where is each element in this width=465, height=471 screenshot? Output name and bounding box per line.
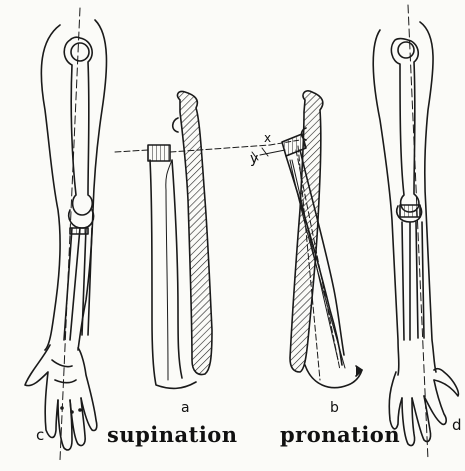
panel-label-c: c: [36, 428, 44, 443]
angle-label-x: x: [264, 132, 271, 144]
panel-label-b: b: [330, 401, 339, 415]
arm-c-drawing: [25, 8, 106, 460]
caption-supination: supination: [107, 424, 238, 445]
arm-d-drawing: [373, 5, 458, 460]
forearm-a-drawing: [115, 92, 270, 389]
caption-pronation: pronation: [280, 424, 400, 445]
panel-label-a: a: [181, 401, 190, 415]
angle-label-y: y: [250, 152, 258, 166]
panel-label-d: d: [452, 418, 462, 433]
